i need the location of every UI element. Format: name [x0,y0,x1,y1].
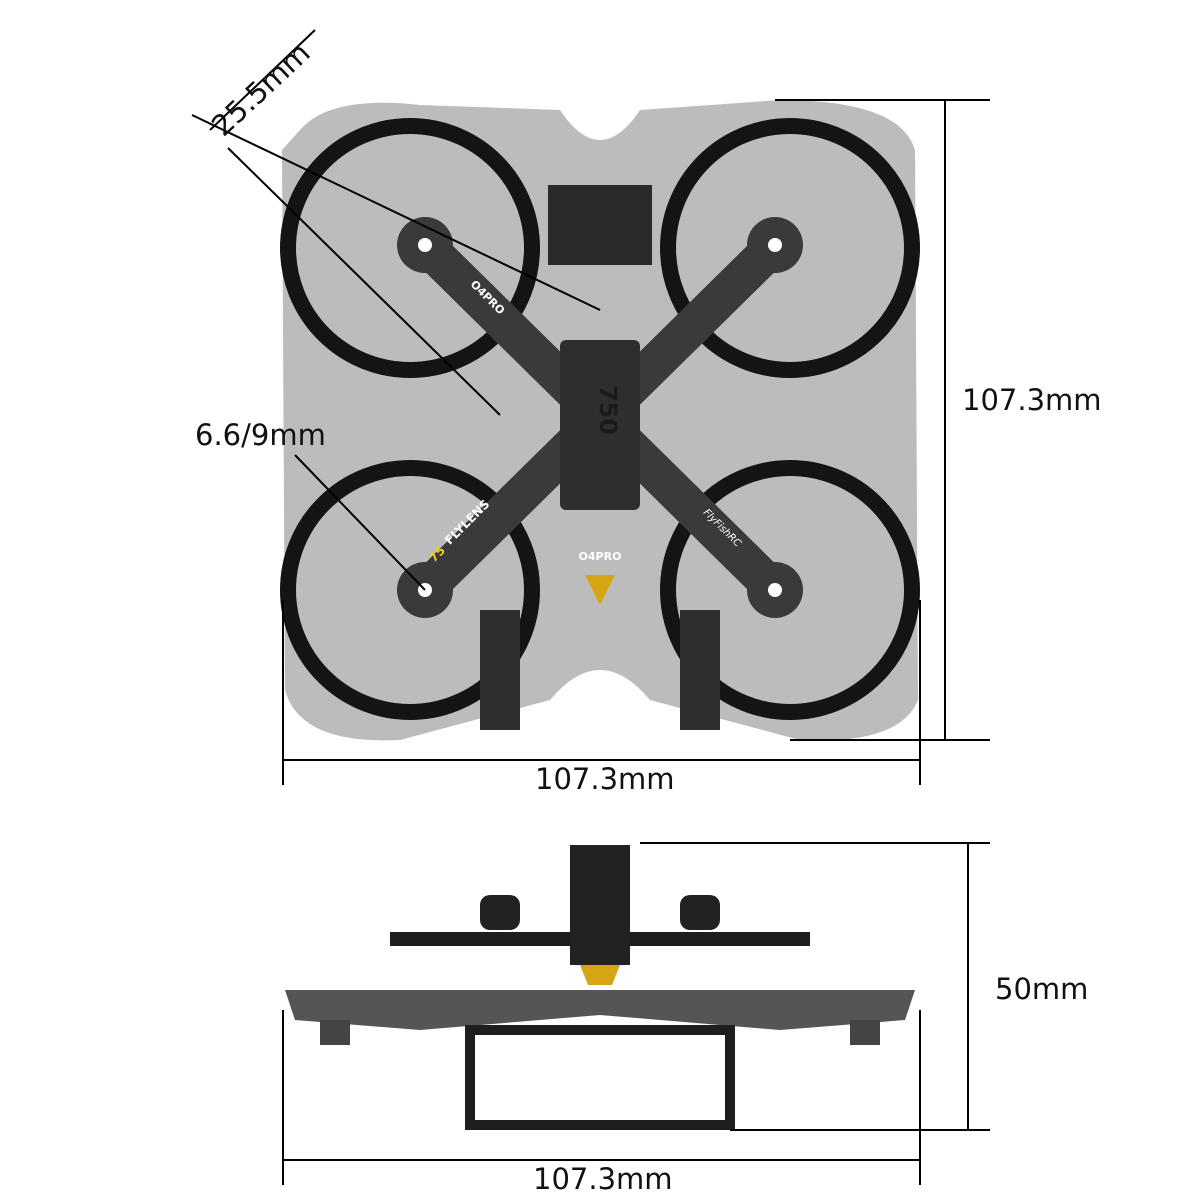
duct-ring-rear-left [280,460,540,720]
duct-ring-rear-right [660,460,920,720]
dimension-lines-top [191,29,990,785]
top-width-label: 107.3mm [535,762,675,796]
duct-ring-front-left [280,118,540,378]
side-camera [570,845,630,965]
prop-ducts [280,118,920,720]
side-gold-standoff [580,965,620,985]
side-foot-right [850,1020,880,1045]
o4pro-marking-rear: O4PRO [579,550,622,563]
battery-tray-label: 750 [594,385,622,435]
top-length-label: 107.3mm [962,383,1102,417]
dimension-lines-side [282,842,990,1185]
side-foot-left [320,1020,350,1045]
side-view [285,845,915,1130]
battery-tray [560,340,640,510]
side-landing-cage [465,1025,735,1130]
top-view: 750 O4PRO O4PRO FLYLENS 75 FlyFishRC [280,100,920,741]
side-motor-left [480,895,520,930]
motor-mount-label: 6.6/9mm [195,418,326,452]
side-height-label: 50mm [995,972,1089,1006]
gold-standoff [585,575,615,605]
side-width-label: 107.3mm [533,1162,673,1196]
rear-strut-left [480,610,520,730]
duct-ring-front-right [660,118,920,378]
side-motor-right [680,895,720,930]
rear-strut-right [680,610,720,730]
side-duct [285,990,915,1030]
camera-mount [548,185,652,265]
